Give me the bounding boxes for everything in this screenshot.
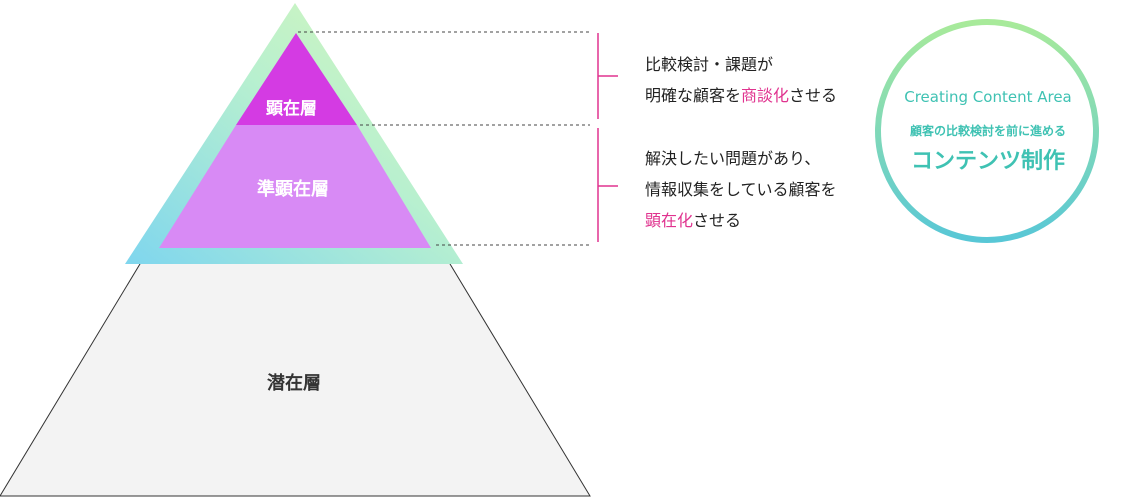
- semi-manifest-layer: [159, 125, 431, 248]
- top-desc-line2-post: させる: [789, 86, 838, 105]
- circle-main-title: コンテンツ制作: [910, 149, 1065, 174]
- top-desc-highlight: 商談化: [741, 86, 790, 105]
- bottom-layer-label: 潜在層: [267, 373, 321, 394]
- top-desc-line1: 比較検討・課題が: [645, 55, 774, 74]
- middle-layer-label: 準顕在層: [257, 179, 329, 200]
- middle-layer-description: 解決したい問題があり、 情報収集をしている顧客を 顕在化させる: [645, 143, 837, 236]
- bracket-top: [597, 33, 618, 119]
- top-desc-line2-pre: 明確な顧客を: [645, 86, 742, 105]
- circle-en-title: Creating Content Area: [904, 88, 1072, 106]
- middle-desc-line3-post: させる: [693, 211, 742, 230]
- top-desc-line2: 明確な顧客を商談化させる: [645, 80, 837, 111]
- circle-subtitle: 顧客の比較検討を前に進める: [909, 124, 1066, 138]
- top-layer-description: 比較検討・課題が 明確な顧客を商談化させる: [645, 49, 837, 111]
- manifest-layer: [236, 33, 357, 125]
- bracket-middle: [597, 128, 618, 242]
- middle-desc-line3: 顕在化させる: [645, 205, 837, 236]
- middle-desc-line2: 情報収集をしている顧客を: [645, 180, 837, 199]
- middle-desc-highlight: 顕在化: [645, 211, 694, 230]
- top-layer-label: 顕在層: [266, 99, 317, 119]
- middle-desc-line1: 解決したい問題があり、: [645, 149, 821, 168]
- content-area-ring: [875, 19, 1099, 243]
